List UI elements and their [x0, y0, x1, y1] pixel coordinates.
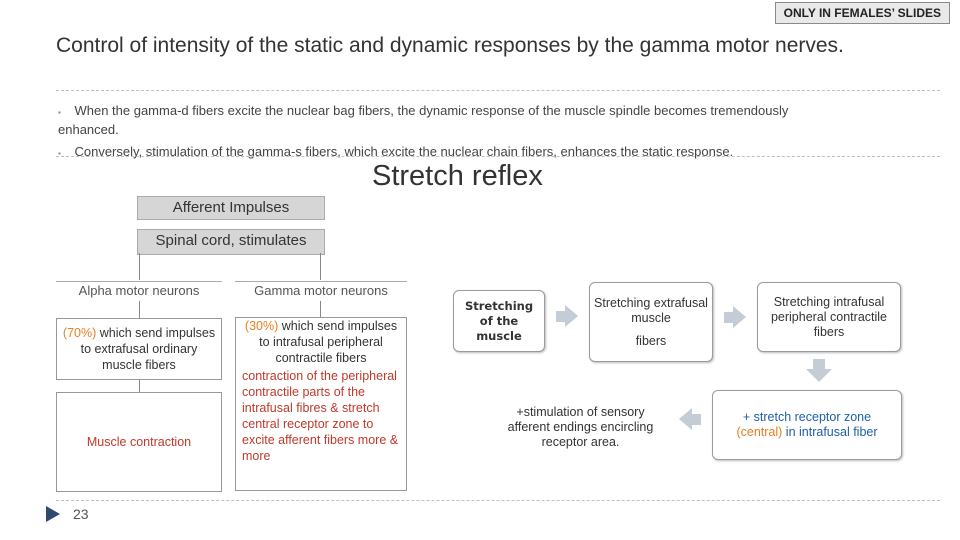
alpha-desc-box: (70%) which send impulses to extrafusal … — [56, 318, 222, 380]
bullet-1: ▪ When the gamma-d fibers excite the nuc… — [58, 102, 938, 138]
stretching-muscle-box: Stretching of the muscle — [453, 290, 545, 352]
box4-central: (central) — [736, 425, 783, 439]
afferent-impulses-box: Afferent Impulses — [137, 196, 325, 220]
alpha-desc: which send impulses to extrafusal ordina… — [80, 326, 216, 372]
connector-line — [320, 253, 321, 280]
alpha-header: Alpha motor neurons — [78, 283, 200, 298]
bullets-divider — [56, 156, 940, 157]
females-only-badge: ONLY IN FEMALES’ SLIDES — [774, 2, 950, 24]
connector-line — [320, 301, 321, 317]
gamma-desc-1: which send impulses to intrafusal periph… — [259, 319, 398, 365]
slide-title: Control of intensity of the static and d… — [56, 34, 844, 57]
bullet-2-line1: Conversely, stimulation of the gamma-s f… — [74, 144, 734, 159]
muscle-contraction-box: Muscle contraction — [56, 392, 222, 492]
arrow-down — [806, 359, 832, 383]
gamma-desc-2: contraction of the peripheral contractil… — [242, 369, 399, 463]
connector-line — [139, 380, 140, 392]
footer-divider — [56, 500, 940, 501]
box4-line-a: + stretch receptor zone — [742, 410, 872, 424]
stretching-extrafusal-box: Stretching extrafusal muscle fibers — [589, 282, 713, 362]
spinal-cord-box: Spinal cord, stimulates — [137, 229, 325, 255]
gamma-header-top — [235, 281, 407, 282]
title-divider — [56, 90, 940, 91]
connector-line — [139, 301, 140, 319]
stretch-reflex-title: Stretch reflex — [368, 160, 547, 193]
arrow-left — [679, 408, 703, 432]
gamma-header: Gamma motor neurons — [254, 283, 388, 298]
sensory-stimulation-box: +stimulation of sensory afferent endings… — [493, 392, 668, 462]
box2-line-a: Stretching extrafusal muscle — [594, 295, 708, 325]
muscle-contraction: Muscle contraction — [86, 435, 192, 449]
gamma-percent: (30%) — [244, 319, 279, 333]
bullet-mark: ▪ — [58, 149, 61, 158]
gamma-desc-box: (30%) which send impulses to intrafusal … — [235, 317, 407, 491]
bullet-mark: ▪ — [58, 108, 61, 117]
page-number: 23 — [73, 506, 89, 522]
box2-line-b: fibers — [635, 333, 667, 348]
connector-line — [139, 253, 140, 280]
stretching-intrafusal-box: Stretching intrafusal peripheral contrac… — [757, 282, 901, 352]
arrow-right-2 — [724, 306, 746, 330]
alpha-percent: (70%) — [62, 326, 97, 340]
arrow-right-1 — [556, 305, 578, 329]
box4-line-c: in intrafusal fiber — [782, 425, 878, 439]
bullet-1-line1: When the gamma-d fibers excite the nucle… — [74, 103, 789, 118]
stretch-receptor-zone-box: + stretch receptor zone (central) in int… — [712, 390, 902, 460]
bullet-1-line2: enhanced. — [58, 122, 119, 137]
slide-marker-icon — [46, 506, 60, 522]
bullet-2: ▪ Conversely, stimulation of the gamma-s… — [58, 143, 938, 162]
alpha-header-top — [56, 281, 222, 282]
